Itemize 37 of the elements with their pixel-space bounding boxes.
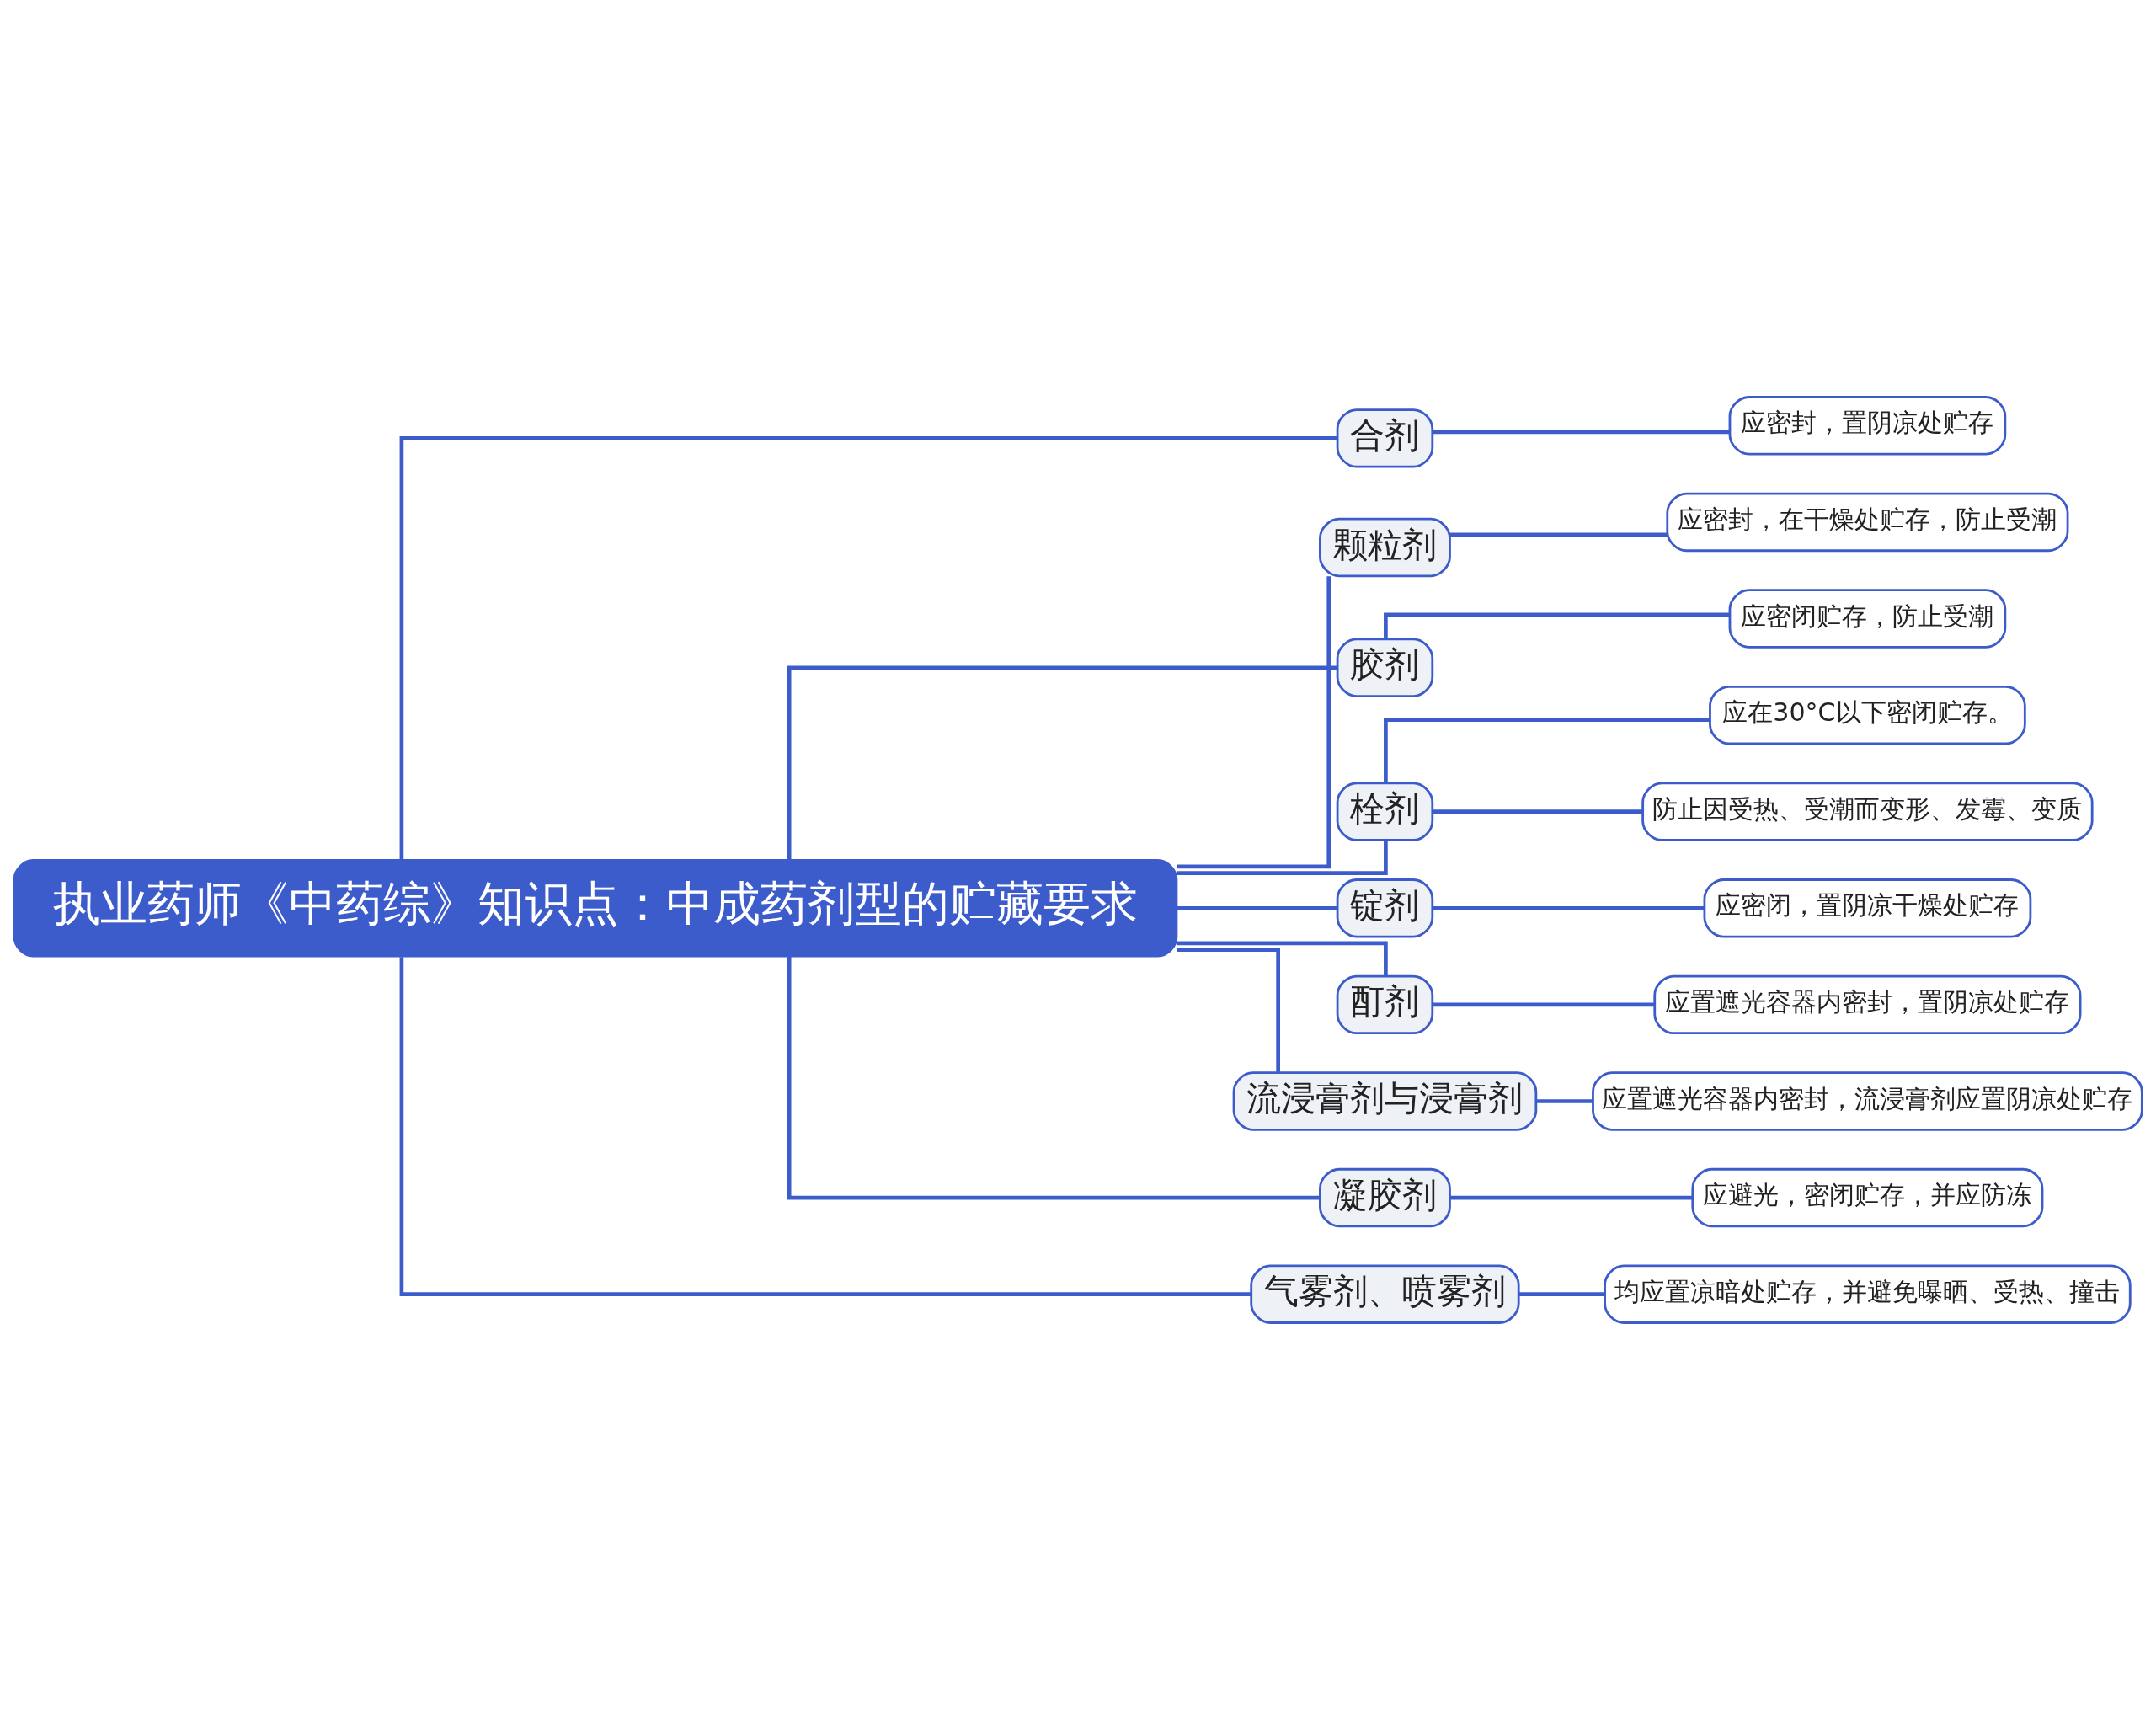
node-box: 气雾剂、喷雾剂 <box>1250 1263 1520 1324</box>
connector <box>1432 905 1705 910</box>
connector <box>1536 1098 1593 1103</box>
connector <box>1432 809 1643 814</box>
node-box: 合剂 <box>1336 408 1434 468</box>
node-box: 防止因受热、受潮而变形、发霉、变质 <box>1641 782 2094 841</box>
node-box: 颗粒剂 <box>1319 517 1451 577</box>
node-box: 应密封，置阴凉处贮存 <box>1728 395 2007 456</box>
connector <box>399 956 1251 1296</box>
connector <box>1518 1291 1605 1296</box>
connector <box>1449 1195 1693 1199</box>
connector <box>1432 430 1730 434</box>
node-box: 执业药师《中药综》知识点：中成药剂型的贮藏要求 <box>13 858 1178 958</box>
connector <box>1384 717 1710 783</box>
node-box: 应密封，在干燥处贮存，防止受潮 <box>1666 492 2069 552</box>
node-box: 应置遮光容器内密封，流浸膏剂应置阴凉处贮存 <box>1592 1070 2143 1131</box>
node-box: 栓剂 <box>1336 782 1434 841</box>
connector <box>787 956 1321 1199</box>
node-box: 应避光，密闭贮存，并应防冻 <box>1691 1167 2044 1227</box>
connector <box>1449 532 1668 537</box>
connector <box>399 435 1337 860</box>
node-box: 应密闭贮存，防止受潮 <box>1728 588 2007 649</box>
node-box: 应置遮光容器内密封，置阴凉处贮存 <box>1653 974 2082 1034</box>
node-box: 胶剂 <box>1336 638 1434 697</box>
connector <box>787 665 1337 859</box>
connector <box>1177 947 1280 1072</box>
node-box: 流浸膏剂与浸膏剂 <box>1232 1070 1538 1131</box>
node-box: 应密闭，置阴凉干燥处贮存 <box>1703 878 2032 937</box>
node-box: 锭剂 <box>1336 878 1434 937</box>
connector <box>1384 611 1730 638</box>
node-box: 酊剂 <box>1336 974 1434 1034</box>
node-box: 应在30°C以下密闭贮存。 <box>1709 685 2026 745</box>
node-box: 均应置凉暗处贮存，并避免曝晒、受热、撞击 <box>1604 1263 2132 1324</box>
connector <box>1177 905 1337 910</box>
connector <box>1177 575 1331 868</box>
node-box: 凝胶剂 <box>1319 1167 1451 1227</box>
connector <box>1432 1002 1655 1006</box>
